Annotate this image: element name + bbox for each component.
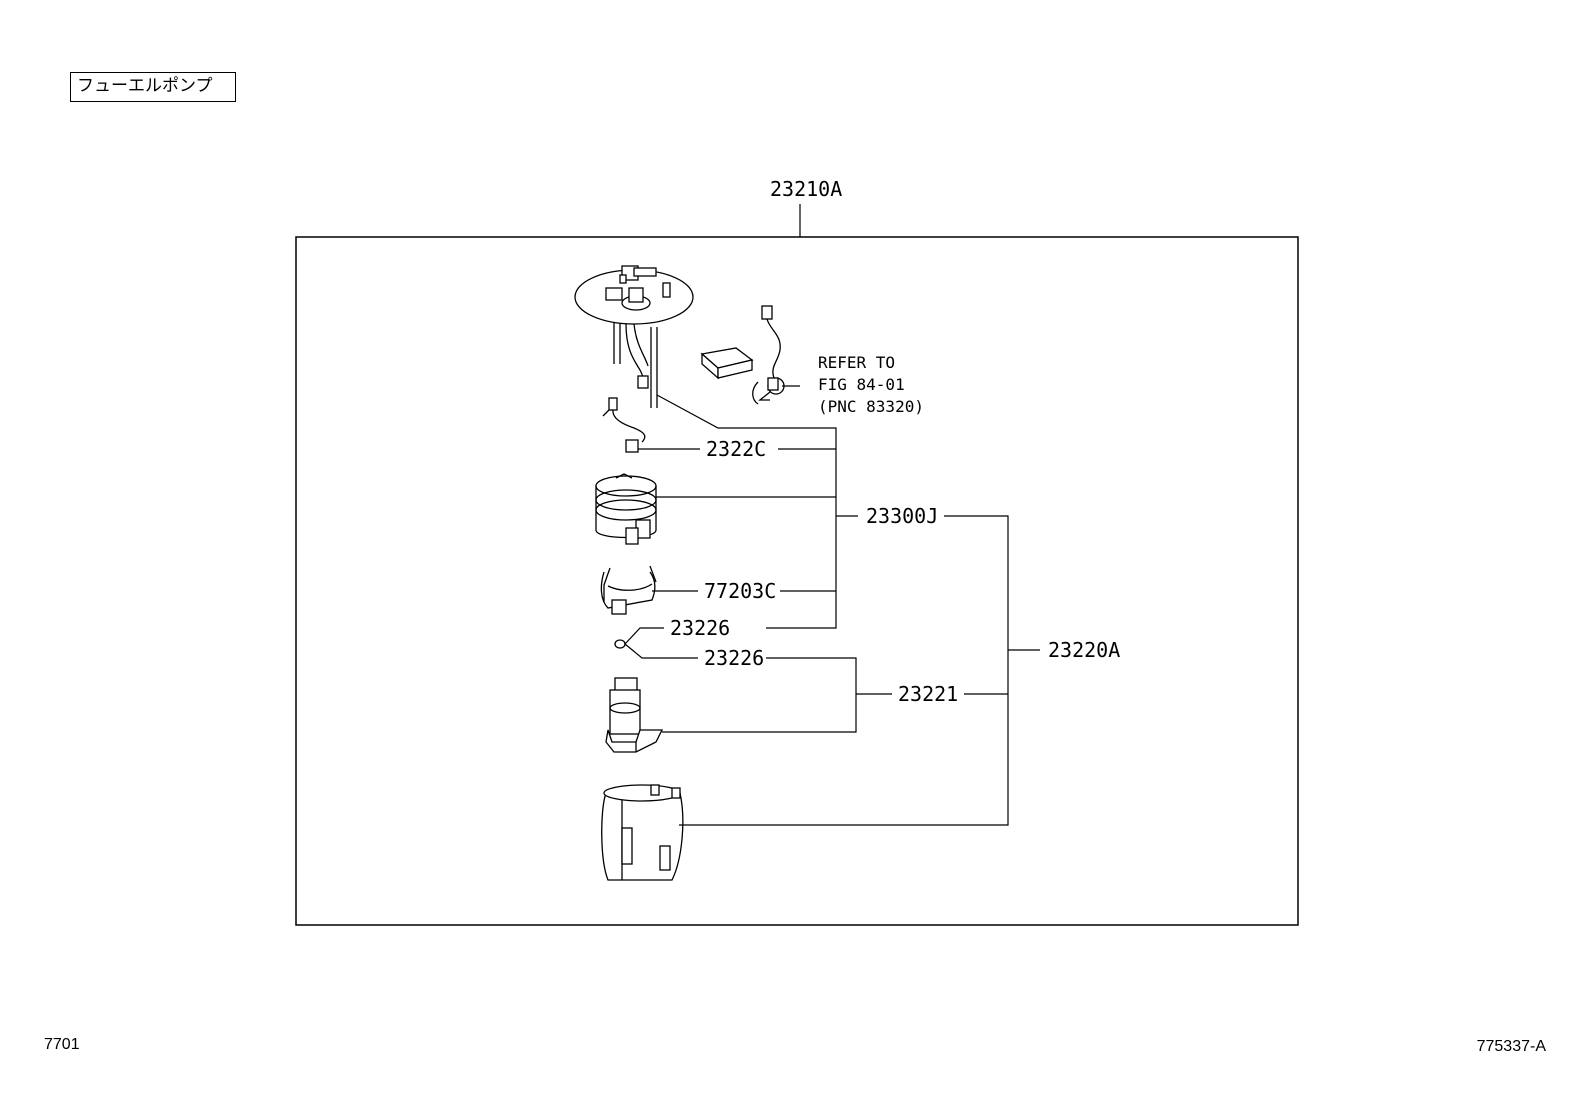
- leader-23226-lower: [624, 643, 857, 733]
- leader-lines: [624, 394, 1040, 826]
- callout-2322C: 2322C: [706, 437, 766, 461]
- leader-bracket: [656, 394, 837, 629]
- callout-77203C: 77203C: [704, 579, 776, 603]
- callout-23226-upper: 23226: [670, 616, 730, 640]
- callout-23220A: 23220A: [1048, 638, 1120, 662]
- footer-right-code: 775337-A: [1476, 1038, 1546, 1055]
- callout-23221: 23221: [898, 682, 958, 706]
- fuel-filter-icon: [595, 473, 657, 545]
- fuel-pump-icon: [605, 677, 664, 753]
- page-title: フューエルポンプ: [70, 72, 236, 102]
- retainer-clip-icon: [600, 565, 657, 615]
- gasket-icon: [614, 639, 626, 649]
- callout-23226-lower: 23226: [704, 646, 764, 670]
- footer-left-code: 7701: [44, 1036, 80, 1053]
- fuel-sender-gauge-icon: [700, 305, 800, 405]
- reference-line-2: FIG 84-01: [818, 375, 905, 394]
- callout-23210A: 23210A: [770, 177, 842, 201]
- assembly-frame: [295, 236, 1299, 926]
- reference-line-3: (PNC 83320): [818, 397, 924, 416]
- leader-23226-upper: [624, 627, 664, 645]
- leader-23300J-to-23220A: [679, 515, 1009, 826]
- wire-harness-icon: [602, 397, 646, 453]
- callout-23300J: 23300J: [866, 504, 938, 528]
- reference-line-1: REFER TO: [818, 353, 895, 372]
- fuel-pump-bracket-icon: [574, 265, 694, 408]
- sub-tank-icon: [601, 784, 684, 881]
